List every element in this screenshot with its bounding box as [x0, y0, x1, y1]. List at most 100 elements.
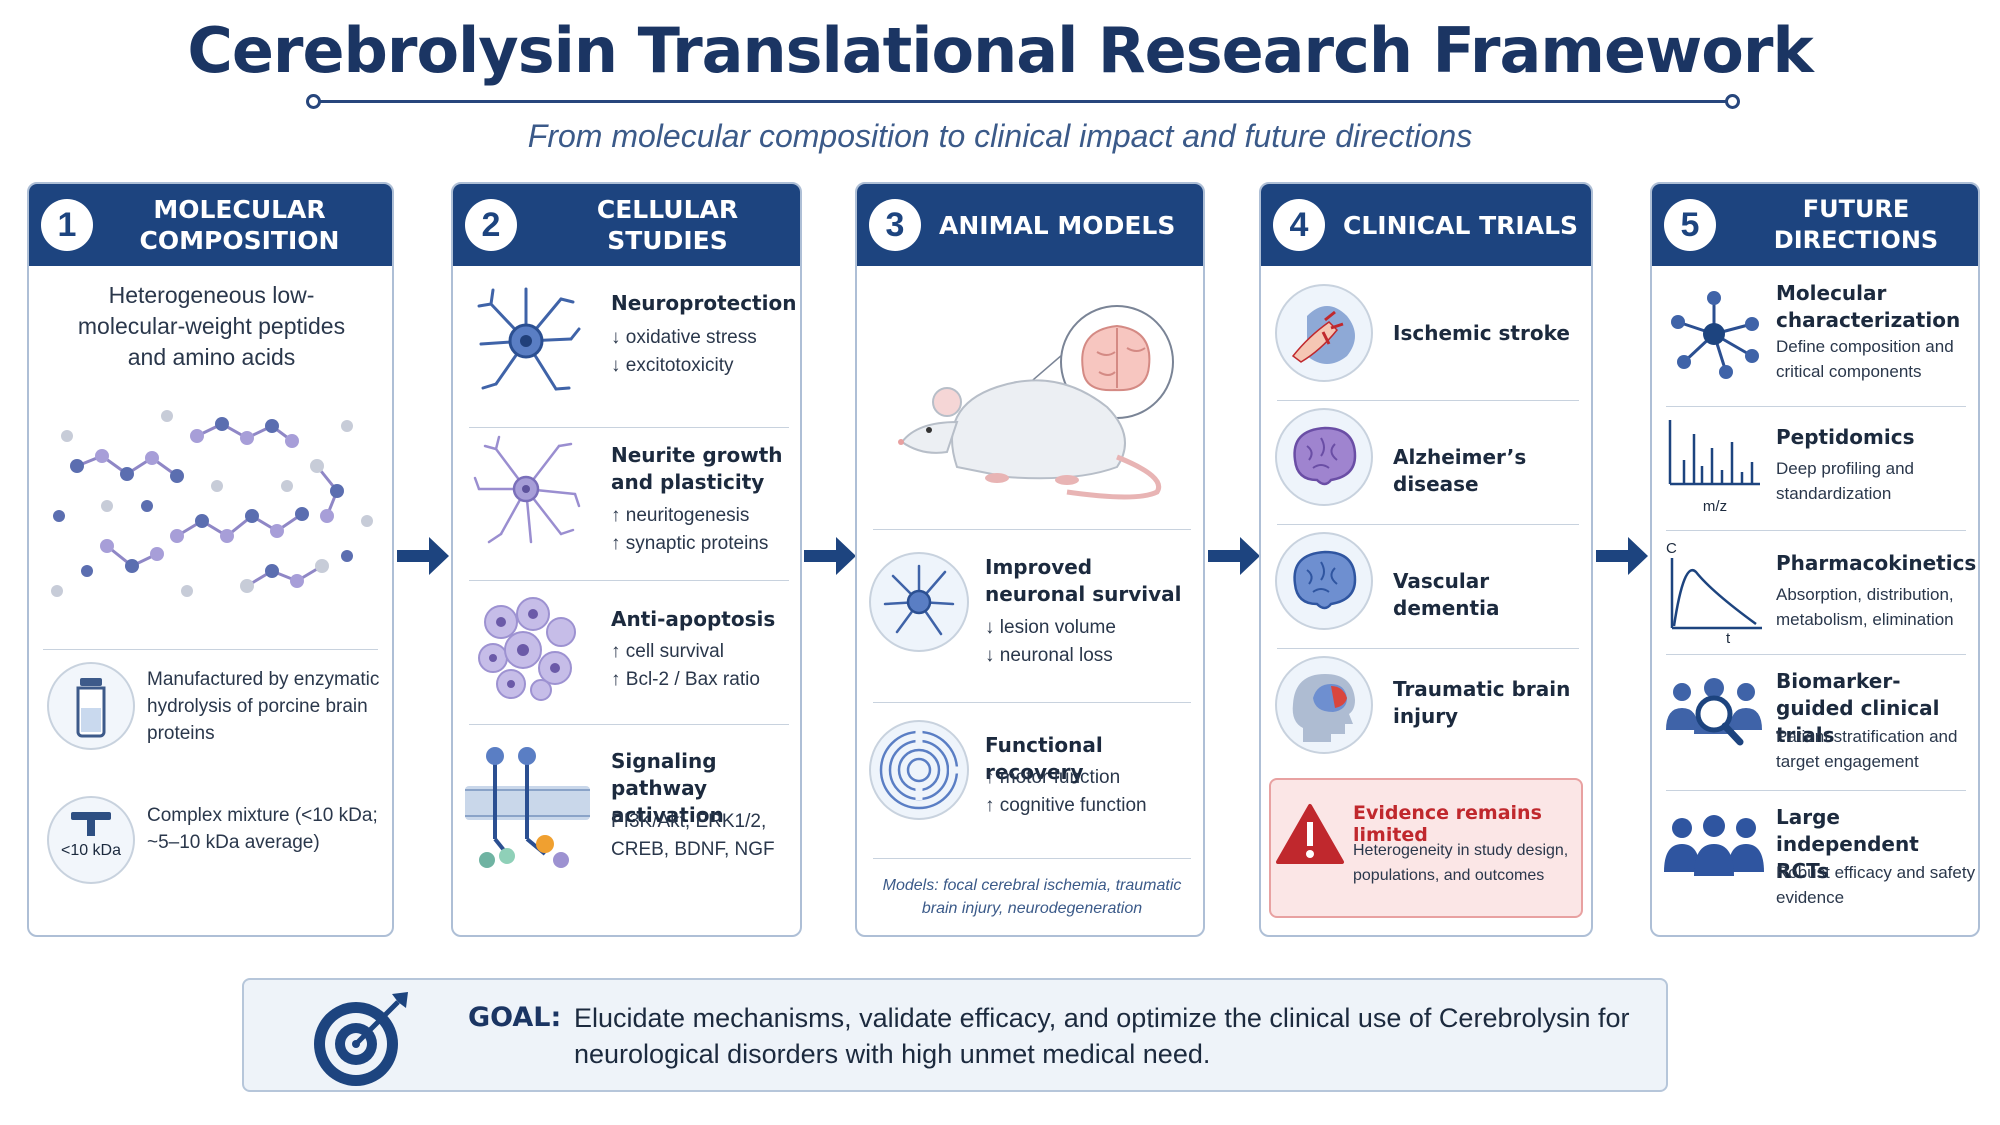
underline-dot-left — [306, 94, 321, 109]
mz-axis-label: m/z — [1702, 498, 1728, 515]
models-note: Models: focal cerebral ischemia, traumat… — [882, 877, 1182, 917]
item-line: ↑ motor function — [985, 767, 1121, 788]
peptide-molecules-icon — [51, 410, 373, 597]
rat-icon — [898, 305, 1174, 500]
item-text: Absorption, distribution, metabolism, el… — [1776, 585, 1954, 629]
column-clinical-trials: 4 CLINICAL TRIALS Ischemic stroke Alzhei… — [1259, 182, 1593, 937]
warning-text: Heterogeneity in study design, populatio… — [1353, 842, 1569, 884]
item-line: CREB, BDNF, NGF — [611, 839, 775, 860]
item-line: ↑ synaptic proteins — [611, 533, 769, 554]
step-number: 5 — [1664, 199, 1716, 251]
item-line: ↓ neuronal loss — [985, 645, 1113, 666]
column-header: 3 ANIMAL MODELS — [857, 184, 1203, 266]
scale-label: <10 kDa — [60, 842, 122, 859]
head-icon — [1275, 656, 1373, 754]
neurite-icon — [473, 435, 581, 544]
pk-axis-t: t — [1726, 630, 1731, 647]
item-text: Robust efficacy and safety evidence — [1776, 863, 1976, 907]
divider — [873, 858, 1191, 859]
spectrum-icon — [1668, 420, 1760, 486]
page-title: Cerebrolysin Translational Research Fram… — [187, 14, 1813, 87]
vial-icon — [47, 662, 135, 750]
column-title: MOLECULAR COMPOSITION — [139, 195, 340, 255]
column-cellular-studies: 2 CELLULAR STUDIES Neuroprotection ↓ oxi… — [451, 182, 802, 937]
divider — [1277, 400, 1579, 401]
item-title: Neurite growth and plasticity — [611, 443, 783, 494]
divider — [43, 649, 378, 650]
item-line: ↑ cell survival — [611, 641, 724, 662]
column-animal-models: 3 ANIMAL MODELS — [855, 182, 1205, 937]
item-title: Molecular characterization — [1776, 281, 1961, 332]
page-subtitle: From molecular composition to clinical i… — [527, 118, 1473, 154]
trial-traumatic-brain-injury: Traumatic brain injury — [1393, 677, 1571, 728]
item-line: ↑ Bcl-2 / Bax ratio — [611, 669, 760, 690]
divider — [873, 702, 1191, 703]
flow-arrow-3 — [1208, 537, 1260, 575]
cells-icon — [478, 597, 576, 701]
evidence-warning: Evidence remains limited Heterogeneity i… — [1269, 778, 1583, 918]
trial-alzheimers: Alzheimer’s disease — [1393, 445, 1527, 496]
divider — [1666, 530, 1966, 531]
divider — [469, 724, 789, 725]
warning-title: Evidence remains limited — [1353, 802, 1542, 846]
item-title: Biomarker-guided clinical trials — [1776, 669, 1940, 747]
step-number: 1 — [41, 199, 93, 251]
column-title: FUTURE DIRECTIONS — [1773, 195, 1939, 254]
item-text: Deep profiling and standardization — [1776, 459, 1914, 503]
divider — [469, 580, 789, 581]
item-line: ↓ excitotoxicity — [611, 355, 734, 376]
mixture-text: Complex mixture (<10 kDa; ~5–10 kDa aver… — [147, 805, 378, 853]
composition-description: Heterogeneous low-molecular-weight pepti… — [77, 282, 346, 370]
item-text: Patient stratification and target engage… — [1776, 727, 1958, 771]
item-line: PI3K/Akt, ERK1/2, — [611, 811, 767, 832]
item-line: ↑ cognitive function — [985, 795, 1147, 816]
divider — [1666, 654, 1966, 655]
manufacturing-text: Manufactured by enzymatic hydrolysis of … — [147, 669, 380, 744]
neuron-icon — [477, 287, 581, 391]
pk-axis-c: C — [1666, 540, 1677, 557]
step-number: 3 — [869, 199, 921, 251]
column-header: 2 CELLULAR STUDIES — [453, 184, 800, 266]
divider — [1277, 524, 1579, 525]
title-underline — [314, 100, 1734, 103]
item-title: Anti-apoptosis — [611, 607, 776, 631]
trial-ischemic-stroke: Ischemic stroke — [1393, 321, 1570, 345]
divider — [1666, 790, 1966, 791]
item-text: Define composition and critical componen… — [1776, 337, 1954, 381]
item-title: Pharmacokinetics — [1776, 551, 1977, 575]
goal-label: GOAL: — [468, 1002, 562, 1033]
people-search-icon — [1666, 678, 1762, 746]
stroke-icon — [1275, 284, 1373, 382]
column-header: 4 CLINICAL TRIALS — [1261, 184, 1591, 266]
item-line: ↑ neuritogenesis — [611, 505, 750, 526]
item-line: ↓ lesion volume — [985, 617, 1116, 638]
column-title: CLINICAL TRIALS — [1343, 210, 1579, 240]
goal-text: Elucidate mechanisms, validate efficacy,… — [574, 1003, 1630, 1069]
column-title: ANIMAL MODELS — [939, 210, 1176, 240]
item-title: Peptidomics — [1776, 425, 1915, 449]
maze-icon — [869, 720, 969, 820]
flow-arrow-2 — [804, 537, 856, 575]
item-title: Signaling pathway activation — [611, 749, 724, 827]
scale-icon: <10 kDa — [47, 796, 135, 884]
divider — [1277, 648, 1579, 649]
step-number: 2 — [465, 199, 517, 251]
step-number: 4 — [1273, 199, 1325, 251]
flow-arrow-4 — [1596, 537, 1648, 575]
item-title: Neuroprotection — [611, 291, 797, 315]
pk-curve-icon — [1670, 558, 1762, 630]
trial-vascular-dementia: Vascular dementia — [1393, 569, 1500, 620]
warning-icon — [1276, 804, 1344, 864]
item-title: Functional recovery — [985, 733, 1103, 784]
group-icon — [1664, 815, 1764, 876]
divider — [1666, 406, 1966, 407]
column-future-directions: 5 FUTURE DIRECTIONS Molecular characteri… — [1650, 182, 1980, 937]
column-header: 5 FUTURE DIRECTIONS — [1652, 184, 1978, 266]
item-title: Large independent RCTs — [1776, 805, 1919, 883]
divider — [873, 529, 1191, 530]
item-title: Improved neuronal survival — [985, 555, 1182, 606]
receptor-icon — [465, 747, 590, 868]
neuron-icon — [869, 552, 969, 652]
goal-banner: GOAL: Elucidate mechanisms, validate eff… — [242, 978, 1668, 1092]
